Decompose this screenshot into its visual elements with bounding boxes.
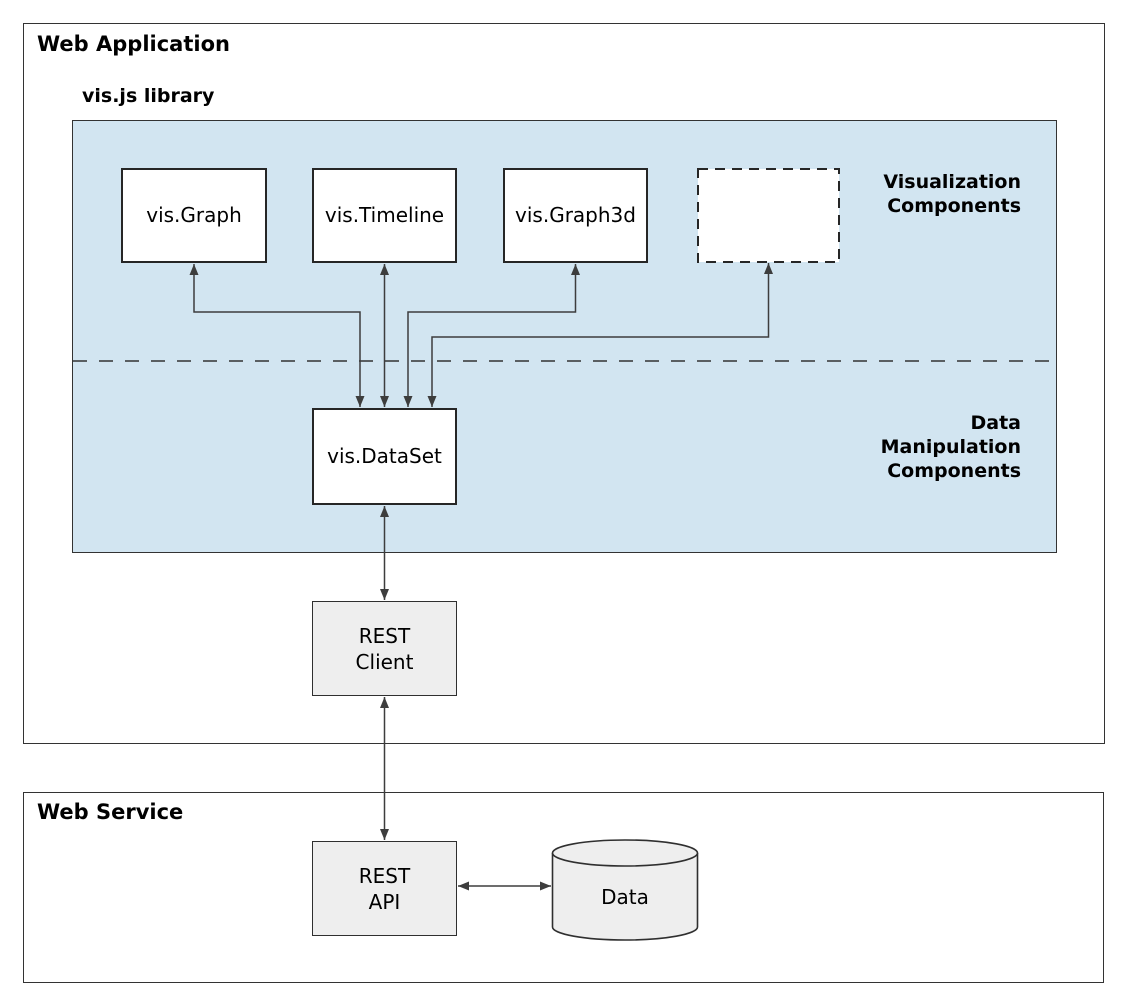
vis-dataset-box: vis.DataSet xyxy=(312,408,457,505)
web-application-title: Web Application xyxy=(37,32,230,56)
ellipsis-text: ... xyxy=(758,203,779,228)
vis-js-library-title: vis.js library xyxy=(82,85,215,107)
vis-timeline-label: vis.Timeline xyxy=(324,203,445,227)
database-label: Data xyxy=(552,853,698,940)
visualization-components-label: Visualization Components xyxy=(883,171,1021,217)
data-manipulation-components-label: Data Manipulation Components xyxy=(880,412,1021,482)
vis-timeline-box: vis.Timeline xyxy=(312,168,457,263)
vis-dataset-label: vis.DataSet xyxy=(327,444,442,468)
web-application-box xyxy=(23,23,1105,744)
web-service-title: Web Service xyxy=(37,800,184,824)
more-components-label: ... xyxy=(697,168,840,263)
database-label-text: Data xyxy=(601,884,649,909)
rest-client-box: REST Client xyxy=(312,601,457,696)
vis-graph3d-label: vis.Graph3d xyxy=(515,203,636,227)
web-service-box xyxy=(23,792,1104,983)
vis-graph-box: vis.Graph xyxy=(121,168,267,263)
vis-graph-label: vis.Graph xyxy=(146,203,242,227)
rest-api-box: REST API xyxy=(312,841,457,936)
vis-graph3d-box: vis.Graph3d xyxy=(503,168,648,263)
